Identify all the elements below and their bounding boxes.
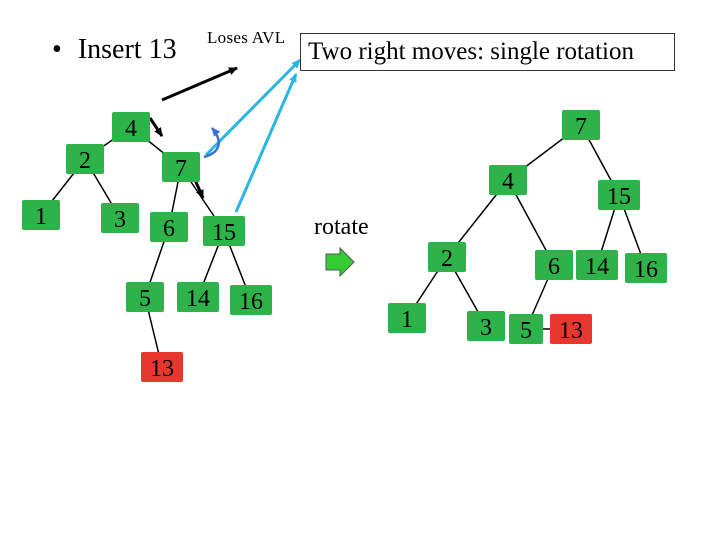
node-a5 [509,314,543,344]
node-b16 [230,285,272,315]
node-label: 15 [607,184,631,210]
node-label: 13 [559,318,583,344]
callout-pointer-2 [234,73,298,213]
node-label: 14 [585,254,609,280]
tree-node: 6 [535,250,573,280]
node-label: 7 [575,114,587,140]
node-label: 13 [150,356,174,382]
node-label: 16 [634,257,658,283]
node-b7 [162,152,200,182]
pointer-arrow-edge-4-7 [148,117,164,137]
tree-node: 3 [467,311,505,341]
node-label: 1 [35,204,47,230]
node-label: 1 [401,307,413,333]
title-line: • Insert 13 [52,34,177,66]
node-a16 [625,253,667,283]
tree-node: 4 [489,165,527,195]
rotate-arrow-icon [325,246,355,278]
before-tree: 4 2 1 3 7 6 5 15 14 16 13 [22,112,272,382]
node-a1 [388,303,426,333]
node-label: 3 [480,315,492,341]
node-b13 [141,352,183,382]
node-b5 [126,282,164,312]
node-label: 5 [520,318,532,344]
node-label: 2 [79,148,91,174]
node-label: 5 [139,286,151,312]
tree-node: 7 [562,110,600,140]
tree-node: 5 [126,282,164,312]
tree-node: 15 [598,180,640,210]
tree-node: 3 [101,203,139,233]
tree-node: 16 [625,253,667,283]
tree-node-new: 13 [141,352,183,382]
node-label: 3 [114,207,126,233]
node-b3 [101,203,139,233]
node-b2 [66,144,104,174]
node-label: 14 [186,286,210,312]
rotate-label: rotate [314,214,369,240]
tree-node: 15 [203,216,245,246]
tree-node: 6 [150,212,188,242]
tree-node: 16 [230,285,272,315]
node-b14 [177,282,219,312]
tree-node: 1 [388,303,426,333]
node-b6 [150,212,188,242]
node-label: 2 [441,246,453,272]
rotation-arrow-icon [203,127,221,159]
node-a14 [576,250,618,280]
tree-node: 2 [66,144,104,174]
node-a7 [562,110,600,140]
rotation-callout: Two right moves: single rotation [300,33,675,71]
node-label: 6 [548,254,560,280]
node-a6 [535,250,573,280]
node-b1 [22,200,60,230]
after-tree: 7 4 15 2 6 14 16 1 3 5 13 [388,110,667,344]
tree-node-new: 13 [550,314,592,344]
node-a3 [467,311,505,341]
node-a4 [489,165,527,195]
node-label: 16 [239,289,263,315]
node-a2 [428,242,466,272]
node-a15 [598,180,640,210]
pointer-arrow-note [161,66,238,102]
loses-avl-note: Loses AVL [207,28,286,47]
node-a13 [550,314,592,344]
tree-node: 7 [162,152,200,182]
node-label: 15 [212,220,236,246]
slide-title: Insert 13 [77,34,177,65]
callout-pointer-1 [204,58,302,157]
node-label: 4 [125,116,137,142]
node-b15 [203,216,245,246]
node-b4 [112,112,150,142]
node-label: 6 [163,216,175,242]
tree-node: 4 [112,112,150,142]
tree-node: 14 [177,282,219,312]
node-label: 4 [502,169,514,195]
after-tree-edges [406,124,647,330]
tree-node: 1 [22,200,60,230]
node-label: 7 [175,156,187,182]
tree-node: 14 [576,250,618,280]
tree-node: 2 [428,242,466,272]
tree-node: 5 [509,314,543,344]
bullet-icon: • [52,34,62,65]
